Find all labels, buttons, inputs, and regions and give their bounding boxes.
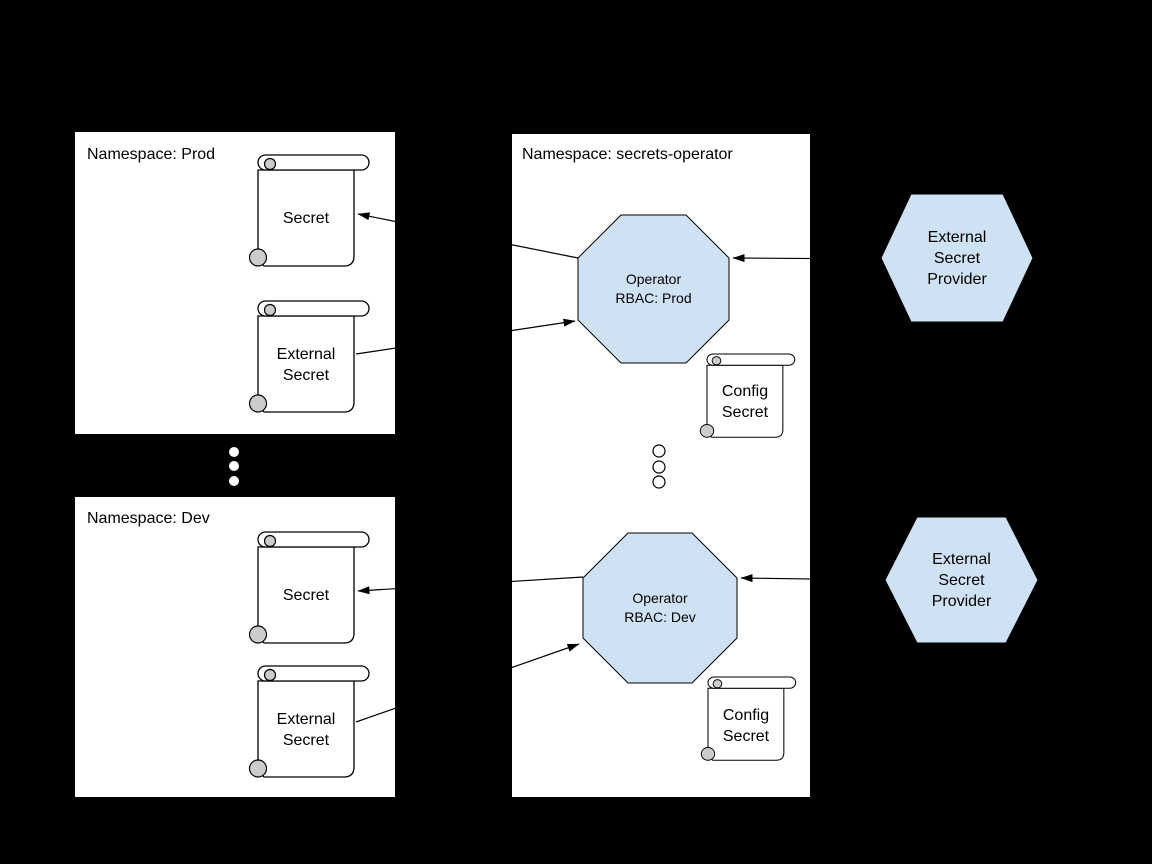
operator-dev-label: Operator RBAC: Dev: [624, 590, 696, 625]
secret-prod-label: Secret: [282, 210, 330, 227]
operator-prod-label: Operator RBAC: Prod: [615, 271, 692, 306]
arrow-operator-to-secret-dev: [357, 576, 584, 595]
operator-dev-octagon: [582, 532, 738, 684]
operator-prod-octagon: [577, 214, 730, 364]
arrow-external-secret-to-operator-dev: [355, 643, 580, 723]
arrow-provider-to-operator-dev: [740, 574, 887, 583]
ellipsis-operators: [652, 444, 666, 489]
arrow-external-secret-to-operator-prod: [355, 318, 576, 355]
external-secret-dev-label: External Secret: [276, 710, 336, 749]
arrow-provider-to-operator-prod: [732, 254, 882, 263]
config-secret-prod-label: Config Secret: [721, 382, 769, 421]
namespace-prod-title: Namespace: Prod: [87, 146, 216, 163]
external-secret-prod-label: External Secret: [276, 345, 336, 384]
provider-dev-label: External Secret Provider: [931, 550, 992, 610]
provider-prod-hexagon: [880, 193, 1034, 323]
config-secret-dev-label: Config Secret: [722, 706, 770, 745]
ellipsis-namespaces: [229, 447, 239, 486]
namespace-operator-title: Namespace: secrets-operator: [522, 146, 733, 163]
provider-dev-hexagon: [884, 516, 1039, 644]
provider-prod-label: External Secret Provider: [927, 228, 987, 288]
namespace-dev-title: Namespace: Dev: [87, 510, 210, 527]
secret-dev-label: Secret: [282, 587, 330, 604]
arrow-operator-to-secret-prod: [357, 212, 579, 259]
